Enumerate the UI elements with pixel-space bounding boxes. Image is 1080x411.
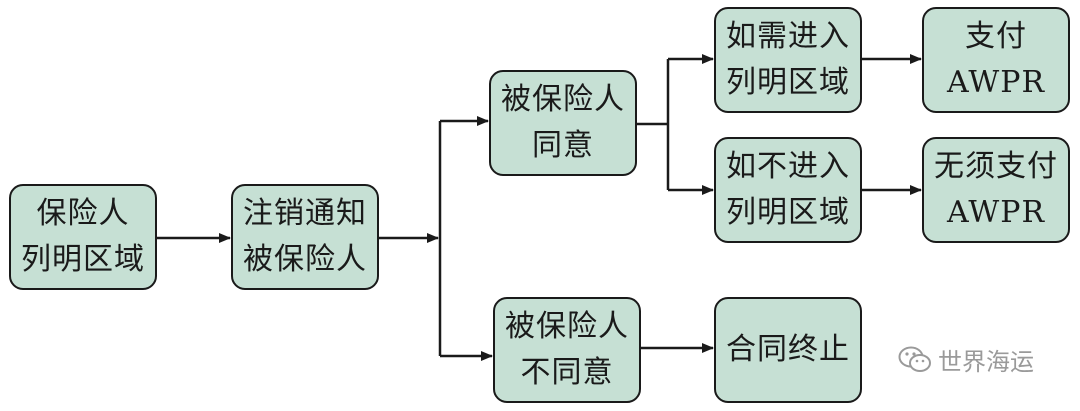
node-label-line2: 同意 — [532, 128, 594, 163]
node-label-line2: 被保险人 — [243, 242, 367, 277]
node-label-line1: 保险人 — [36, 196, 130, 231]
node-pay-awpr: 支付 AWPR — [922, 7, 1070, 113]
node-insured-disagree: 被保险人 不同意 — [493, 297, 641, 403]
node-need-enter: 如需进入 列明区域 — [714, 7, 862, 113]
watermark-text: 世界海运 — [938, 348, 1034, 376]
node-label-line2: 不同意 — [520, 355, 614, 390]
node-label-line2: 列明区域 — [21, 242, 145, 277]
node-label-line2: 列明区域 — [726, 195, 850, 230]
wechat-icon — [898, 346, 931, 372]
node-label-line1: 如需进入 — [726, 19, 850, 54]
node-no-enter: 如不进入 列明区域 — [714, 137, 862, 243]
node-label-line2: 列明区域 — [726, 65, 850, 100]
node-label-line1: 如不进入 — [726, 149, 850, 184]
node-label-line1: 被保险人 — [505, 309, 629, 344]
node-contract-end: 合同终止 — [714, 297, 862, 403]
node-insured-agree: 被保险人 同意 — [489, 70, 637, 176]
node-label-line1: 注销通知 — [243, 196, 367, 231]
node-insurer-listed-area: 保险人 列明区域 — [9, 184, 157, 290]
node-label-line2: AWPR — [946, 65, 1046, 100]
node-label-line1: 无须支付 — [934, 149, 1058, 184]
node-label-line1: 支付 — [965, 19, 1027, 54]
node-label-line1: 被保险人 — [501, 82, 625, 117]
node-label-line2: AWPR — [946, 195, 1046, 230]
node-label-line1: 合同终止 — [726, 332, 850, 367]
watermark: 世界海运 — [898, 342, 1034, 377]
node-no-pay-awpr: 无须支付 AWPR — [922, 137, 1070, 243]
node-notify-cancel: 注销通知 被保险人 — [231, 184, 379, 290]
